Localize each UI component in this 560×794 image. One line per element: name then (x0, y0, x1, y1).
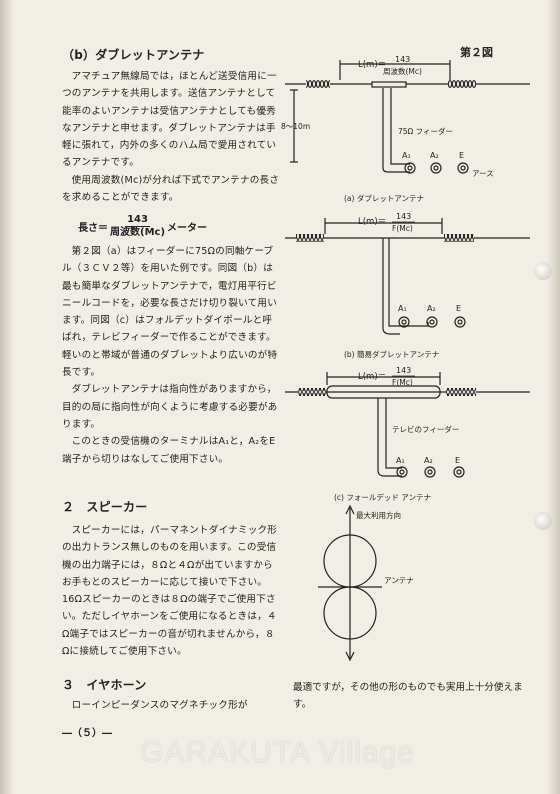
insulator-icon (296, 234, 324, 242)
length-den-c: F(Mc) (392, 378, 413, 387)
section-b: （b）ダブレットアンテナ アマチュア無線局では，ほとんど送受信用に一つのアンテナ… (62, 47, 280, 206)
caption-c: (c) フォールデッド アンテナ (334, 492, 431, 502)
length-num-a: 143 (395, 55, 410, 64)
formula-denominator: 周波数(Mc) (110, 227, 166, 238)
paragraph: アマチュア無線局では，ほとんど送受信用に一つのアンテナを共用します。送信アンテナ… (62, 71, 277, 169)
insulator-icon (448, 80, 476, 88)
section-b-heading: （b）ダブレットアンテナ (62, 48, 205, 62)
page-right-shadow (546, 0, 560, 794)
section-speaker: ２ スピーカー スピーカーには，パーマネントダイナミック形の出力トランス無しのも… (62, 499, 280, 660)
paragraph: 使用周波数(Mc)が分れば下式でアンテナの長さを求めることができます。 (62, 174, 280, 204)
insulator-icon (444, 234, 474, 242)
right-column-continuation: 最適ですが，その他の形のものでも実用上十分使えます。 (293, 682, 523, 711)
terminal-label: A₂ (427, 304, 436, 313)
length-label-b: L(m)＝ (358, 217, 386, 227)
terminal-label: E (456, 304, 461, 313)
insulator-icon (446, 388, 476, 396)
section-speaker-heading: ２ スピーカー (62, 500, 148, 514)
diagram-directivity: 最大利用方向 アンテナ (318, 504, 414, 662)
terminal-label: A₁ (398, 304, 407, 313)
formula-unit: メーター (167, 223, 208, 234)
length-num-c: 143 (396, 366, 411, 375)
feeder-label-c: テレビのフィーダー (392, 424, 459, 434)
section-earphone-heading: ３ イヤホーン (62, 678, 147, 692)
height-label: 8〜10m (281, 122, 310, 131)
paragraph: 第２図（a）はフィーダーに75Ωの同軸ケーブル（３ＣＶ２等）を用いた例です。同図… (62, 246, 278, 379)
caption-a: (a) ダブレットアンテナ (344, 193, 424, 203)
terminal-label: A₁ (402, 151, 411, 160)
formula-fraction: 143 周波数(Mc) (110, 214, 165, 239)
binder-hole-upper (534, 262, 552, 280)
diagram-a: L(m)＝ 143 周波数(Mc) 8〜10m 75Ω フィーダー A₁ A₂ … (281, 55, 530, 203)
length-num-b: 143 (396, 212, 411, 221)
terminal-label: E (459, 151, 464, 160)
max-direction-label: 最大利用方向 (356, 510, 401, 520)
earth-label: アース (472, 169, 494, 178)
terminal-label: A₁ (396, 456, 405, 465)
binder-hole-lower (534, 512, 552, 530)
insulator-icon (306, 80, 330, 88)
section-b-continued: 第２図（a）はフィーダーに75Ωの同軸ケーブル（３ＣＶ２等）を用いた例です。同図… (62, 243, 280, 468)
paragraph: スピーカーには，パーマネントダイナミック形の出力トランス無しのものを用います。こ… (62, 525, 278, 658)
page-number: ―（５）― (62, 728, 112, 739)
length-den-a: 周波数(Mc) (383, 66, 422, 76)
terminal-label: E (455, 456, 460, 465)
feeder-label-a: 75Ω フィーダー (398, 126, 453, 136)
length-formula: 長さ＝ 143 周波数(Mc) メーター (78, 214, 207, 239)
paragraph: ローインピーダンスのマグネチック形が (71, 700, 248, 711)
length-label-a: L(m)＝ (358, 60, 386, 70)
page-left-shadow (0, 0, 14, 794)
length-den-b: F(Mc) (392, 224, 413, 233)
figure-title: 第２図 (460, 45, 493, 59)
terminal-label: A₂ (430, 151, 439, 160)
length-label-c: L(m)＝ (358, 372, 386, 382)
terminal-label: A₂ (424, 456, 433, 465)
paragraph: ダブレットアンテナは指向性がありますから，目的の局に指向性が向くように考慮する必… (62, 384, 278, 430)
insulator-icon (298, 388, 326, 396)
formula-numerator: 143 (125, 214, 150, 227)
paragraph: このときの受信機のターミナルはA₁と，A₂をE端子から切りはなしてご使用下さい。 (62, 436, 276, 465)
caption-b: (b) 簡易ダブレットアンテナ (344, 349, 439, 359)
section-earphone: ３ イヤホーン ローインピーダンスのマグネチック形が (62, 677, 280, 714)
watermark-text: GARAKUTA Village (140, 736, 415, 769)
diagram-b: L(m)＝ 143 F(Mc) A₁ A₂ E (b) 簡易ダブレットアンテナ (285, 212, 530, 359)
formula-lhs: 長さ＝ (78, 223, 108, 234)
antenna-label: アンテナ (384, 576, 414, 585)
diagram-c: L(m)＝ 143 F(Mc) テレビのフィーダー A₁ A₂ E (c) フォ… (285, 366, 530, 502)
